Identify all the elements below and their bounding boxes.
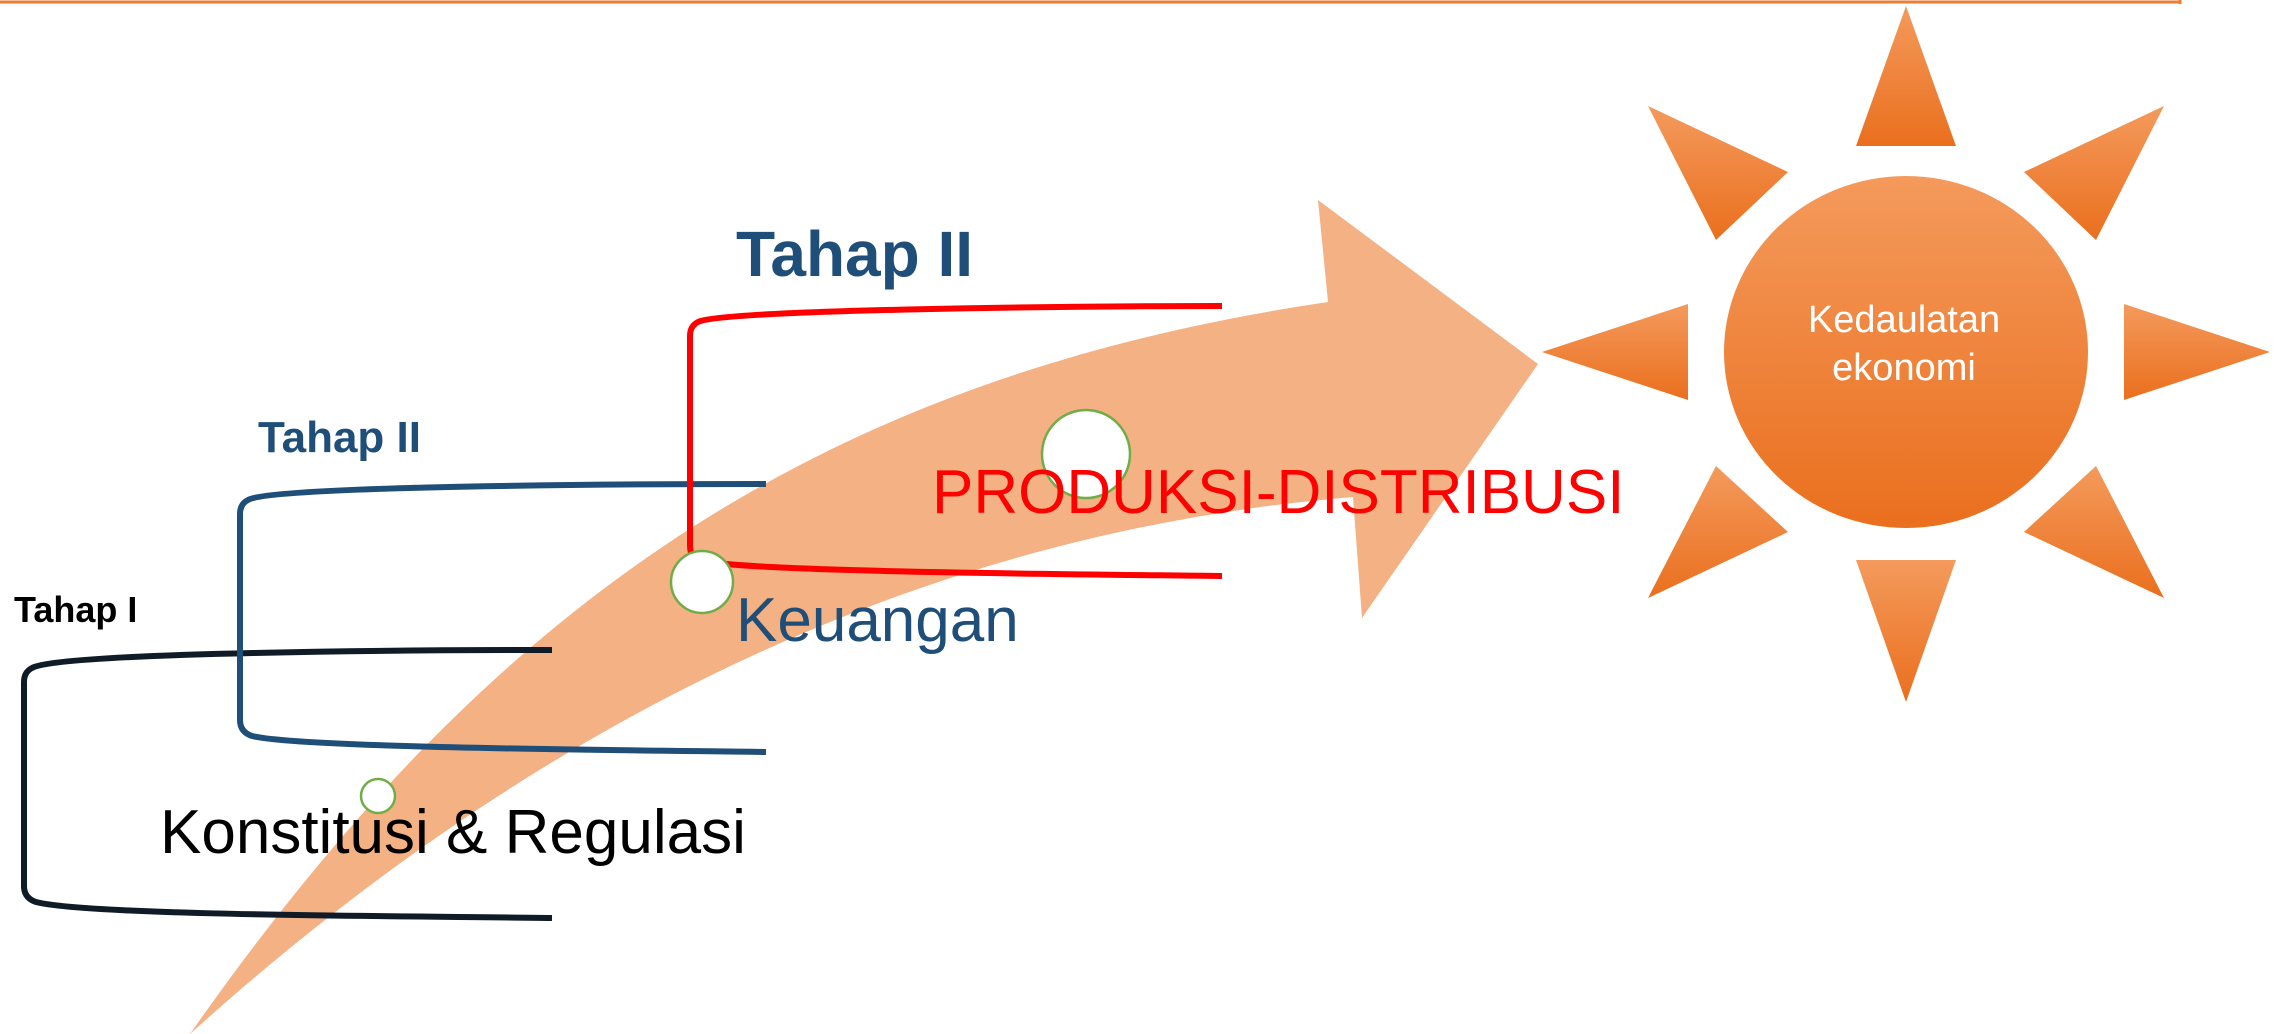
stage3-label: PRODUKSI-DISTRIBUSI: [932, 458, 1625, 527]
sun-ray-top-left: [1648, 106, 1788, 240]
stage1-label: Konstitusi & Regulasi: [160, 798, 746, 867]
milestone-marker-3: [1040, 408, 1132, 500]
sun-ray-top: [1856, 6, 1956, 146]
tier1-bracket: [21, 647, 553, 921]
sun-ray-bottom: [1856, 560, 1956, 702]
goal-line2: ekonomi: [1832, 347, 1976, 389]
goal-text: Kedaulatan ekonomi: [1724, 296, 2084, 392]
milestone-marker-2: [669, 549, 735, 615]
progress-arrow: [190, 200, 1538, 1034]
stage2-label: Keuangan: [736, 586, 1019, 655]
sun-ray-bottom-right: [2024, 466, 2164, 598]
milestone-marker-1: [359, 777, 397, 815]
stage3-heading: Tahap II: [736, 218, 974, 290]
stage1-heading: Tahap I: [14, 589, 138, 630]
sun-ray-left: [1542, 304, 1688, 400]
goal-line1: Kedaulatan: [1807, 299, 2001, 341]
sun-icon: [1542, 6, 2270, 702]
sun-ray-top-right: [2024, 106, 2164, 240]
stage2-heading: Tahap II: [258, 413, 421, 462]
tier2-bracket: [237, 481, 767, 755]
sun-ray-right: [2124, 304, 2270, 400]
sun-ray-bottom-left: [1648, 466, 1788, 598]
sun-core: [1724, 176, 2088, 528]
tier3-bracket: [687, 303, 1223, 579]
